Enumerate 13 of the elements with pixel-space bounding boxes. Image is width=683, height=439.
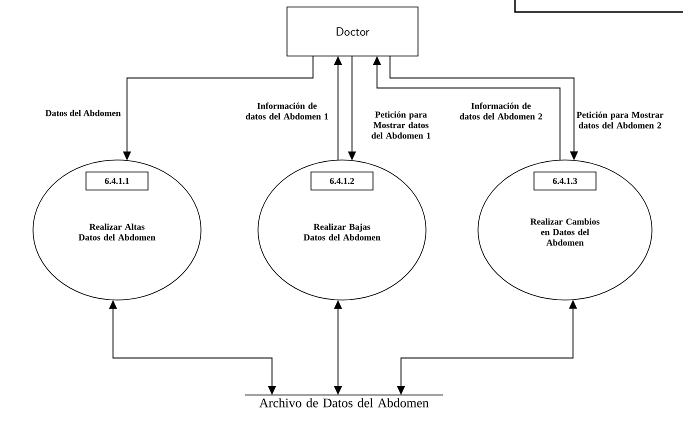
data-store: Archivo de Datos del Abdomen [244, 394, 444, 408]
process-number: 6.4.1.2 [310, 172, 374, 190]
process-label: Realizar Bajas Datos del Abdomen [304, 224, 380, 240]
edge-label: Datos del Abdomen [45, 110, 121, 116]
edge-label: Petición para Mostrar datos del Abdomen 2 [576, 112, 664, 128]
edge-label: Información de datos del Abdomen 1 [246, 102, 328, 120]
edge-label: Información de datos del Abdomen 2 [460, 102, 542, 120]
process-label: Realizar Cambios en Datos del Abdomen [530, 218, 600, 246]
process-number: 6.4.1.1 [86, 172, 148, 190]
edge-label: Petición para Mostrar datos del Abdomen 1 [372, 111, 430, 139]
process-number: 6.4.1.3 [534, 172, 596, 190]
process-label: Realizar Altas Datos del Abdomen [78, 224, 156, 240]
entity-box: Doctor [286, 6, 418, 56]
